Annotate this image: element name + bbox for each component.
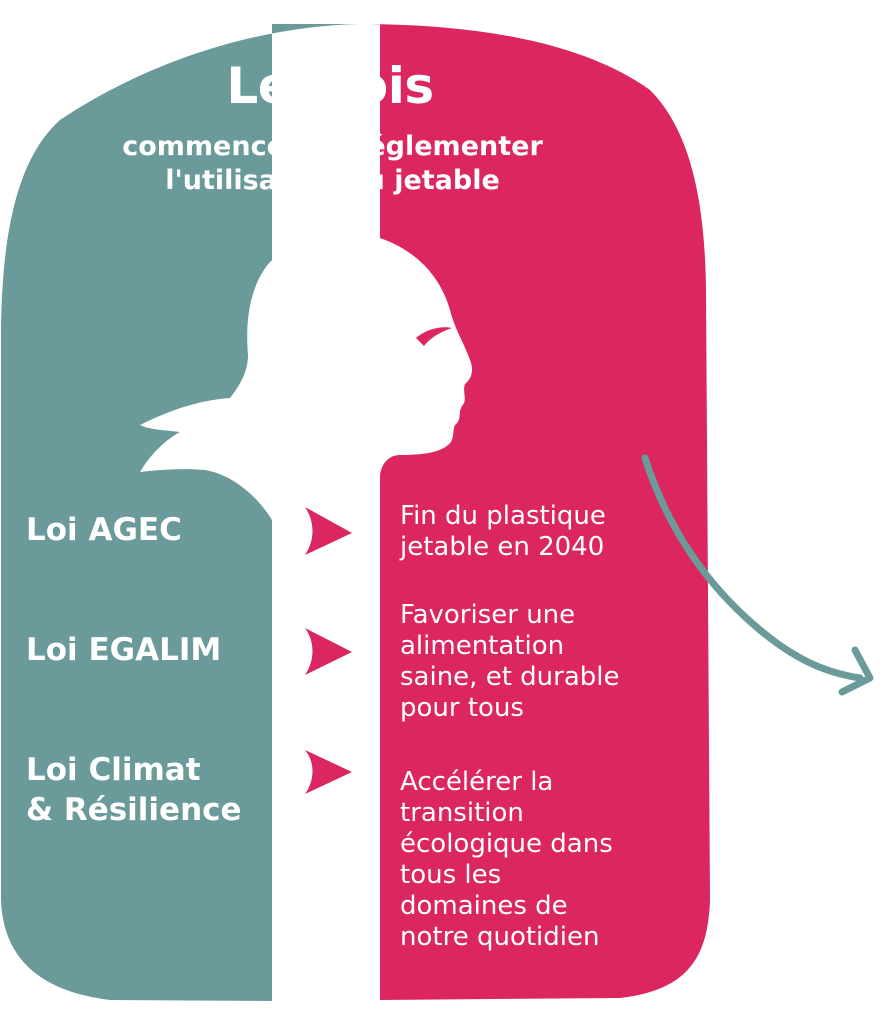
description-line: Favoriser une: [400, 600, 576, 630]
description-line: écologique dans: [400, 829, 613, 859]
description-line: domaines de: [400, 891, 568, 921]
description-line: transition: [400, 798, 524, 828]
chevron-right-icon: [305, 750, 352, 794]
marianne-profile-icon: [140, 232, 473, 1002]
description-line: tous les: [400, 860, 502, 890]
law-name-line: Loi AGEC: [26, 512, 182, 548]
description-line: Fin du plastique: [400, 501, 606, 531]
subtitle-line: l'utilisation du jetable: [165, 165, 500, 196]
law-name-line: Loi EGALIM: [26, 632, 222, 668]
page-title: Les lois: [226, 57, 434, 115]
law-name-line: & Résilience: [26, 792, 242, 828]
description-line: notre quotidien: [400, 922, 600, 952]
law-description-egalim: Favoriser une alimentation saine, et dur…: [400, 600, 700, 724]
eye-mark: [416, 327, 452, 346]
description-line: jetable en 2040: [400, 532, 605, 562]
chevron-right-icon: [305, 507, 352, 555]
law-name-egalim: Loi EGALIM: [26, 630, 276, 670]
law-description-agec: Fin du plastique jetable en 2040: [400, 501, 700, 563]
description-line: saine, et durable: [400, 662, 620, 692]
law-name-line: Loi Climat: [26, 752, 201, 788]
law-name-agec: Loi AGEC: [26, 510, 276, 550]
curved-arrow-head: [838, 646, 874, 696]
crimson-panel: [360, 24, 710, 1000]
curved-arrow-icon: [641, 454, 864, 682]
chevron-right-icon: [305, 628, 352, 675]
description-line: Accélérer la: [400, 767, 554, 797]
law-description-climat: Accélérer la transition écologique dans …: [400, 767, 700, 953]
description-line: alimentation: [400, 631, 565, 661]
law-name-climat: Loi Climat & Résilience: [26, 750, 276, 830]
description-line: pour tous: [400, 693, 524, 723]
subtitle-line: commencent à réglementer: [122, 131, 543, 162]
page-subtitle: commencent à réglementer l'utilisation d…: [40, 130, 625, 198]
